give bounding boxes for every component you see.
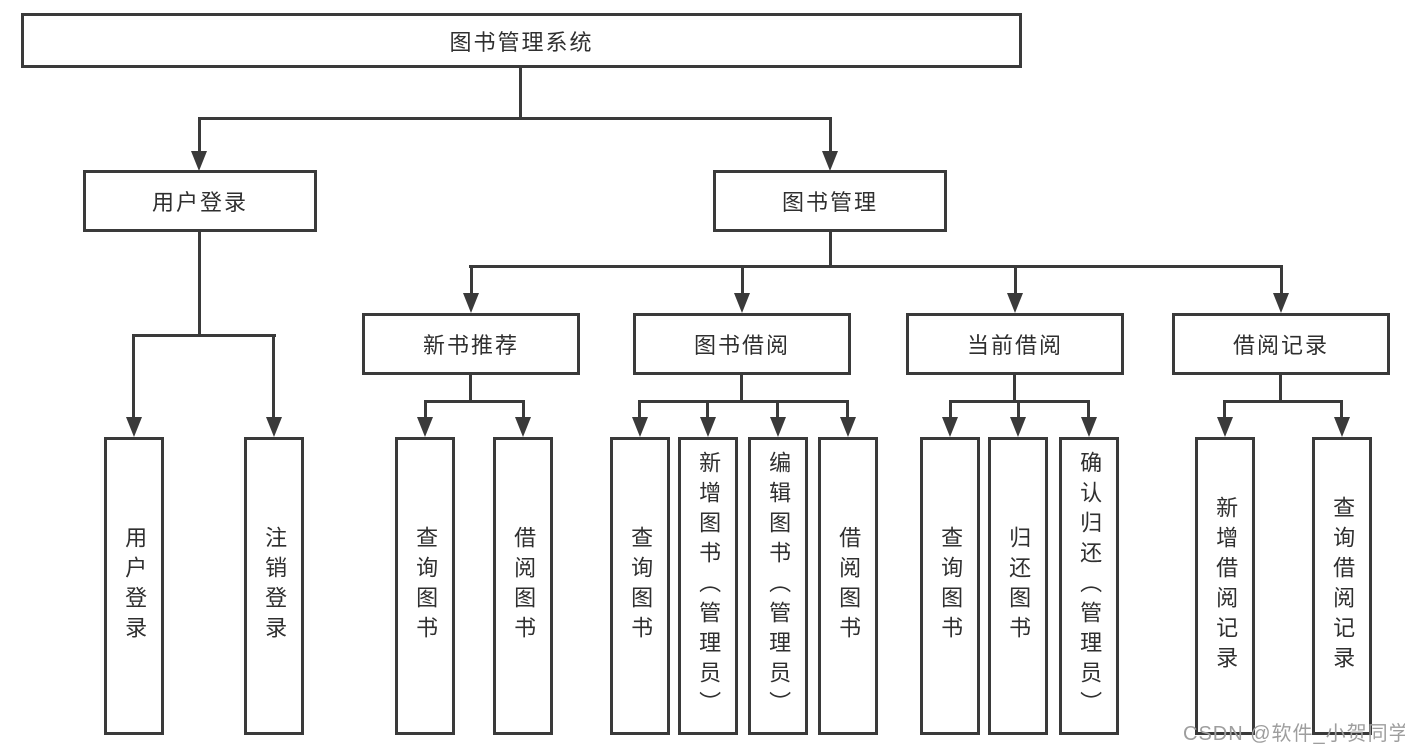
connector-login-rail [132, 334, 276, 337]
leaf-label: 借阅图书 [511, 526, 537, 646]
node-borrow-records: 借阅记录 [1172, 313, 1390, 375]
arrowhead-down-icon [1217, 417, 1233, 437]
leaf-label: 借阅图书 [836, 526, 862, 646]
arrowhead-down-icon [191, 151, 207, 171]
connector-stem [638, 400, 641, 419]
connector-stem [1280, 265, 1283, 295]
leaf-borrow-query-book: 查询图书 [610, 437, 670, 735]
leaf-records-query-record: 查询借阅记录 [1312, 437, 1372, 735]
leaf-label: 查询图书 [413, 526, 439, 646]
connector-root-drop [519, 68, 522, 120]
connector-stem [1340, 400, 1343, 419]
node-book-management: 图书管理 [713, 170, 947, 232]
connector-stem [829, 117, 832, 153]
arrowhead-down-icon [417, 417, 433, 437]
leaf-logout: 注销登录 [244, 437, 304, 735]
leaf-current-return-book: 归还图书 [988, 437, 1048, 735]
arrowhead-down-icon [1007, 293, 1023, 313]
connector-stem [198, 117, 201, 153]
connector-stem [706, 400, 709, 419]
connector-stem [424, 400, 427, 419]
csdn-watermark: CSDN @软件_小贺同学 [1183, 723, 1405, 745]
arrowhead-down-icon [840, 417, 856, 437]
leaf-current-query-book: 查询图书 [920, 437, 980, 735]
arrowhead-down-icon [1081, 417, 1097, 437]
leaf-current-confirm-return-admin: 确认归还（管理员） [1059, 437, 1119, 735]
leaf-label: 查询图书 [938, 526, 964, 646]
connector-stem [1017, 400, 1020, 419]
arrowhead-down-icon [126, 417, 142, 437]
leaf-label: 用户登录 [122, 526, 148, 646]
arrowhead-down-icon [1273, 293, 1289, 313]
connector-drop [1279, 375, 1282, 403]
connector-stem [132, 334, 135, 418]
arrowhead-down-icon [942, 417, 958, 437]
connector-level2-rail [198, 117, 832, 120]
leaf-user-login: 用户登录 [104, 437, 164, 735]
connector-stem [741, 265, 744, 295]
connector-login-drop [198, 232, 201, 336]
leaf-recommend-query-book: 查询图书 [395, 437, 455, 735]
connector-stem [846, 400, 849, 419]
connector-rail [424, 400, 525, 403]
connector-stem [776, 400, 779, 419]
connector-mgmt-drop [829, 232, 832, 267]
leaf-records-add-record: 新增借阅记录 [1195, 437, 1255, 735]
connector-level3-rail [469, 265, 1283, 268]
node-user-login: 用户登录 [83, 170, 317, 232]
arrowhead-down-icon [463, 293, 479, 313]
arrowhead-down-icon [1010, 417, 1026, 437]
node-book-borrow: 图书借阅 [633, 313, 851, 375]
connector-rail [639, 400, 849, 403]
arrowhead-down-icon [822, 151, 838, 171]
connector-stem [1087, 400, 1090, 419]
leaf-label: 确认归还（管理员） [1077, 451, 1103, 721]
leaf-label: 编辑图书（管理员） [766, 451, 792, 721]
arrowhead-down-icon [700, 417, 716, 437]
connector-drop [1013, 375, 1016, 403]
connector-stem [1223, 400, 1226, 419]
node-new-book-recommend: 新书推荐 [362, 313, 580, 375]
arrowhead-down-icon [1334, 417, 1350, 437]
leaf-label: 查询借阅记录 [1330, 496, 1356, 676]
arrowhead-down-icon [266, 417, 282, 437]
node-current-borrow: 当前借阅 [906, 313, 1124, 375]
arrowhead-down-icon [734, 293, 750, 313]
leaf-label: 注销登录 [262, 526, 288, 646]
arrowhead-down-icon [770, 417, 786, 437]
connector-drop [740, 375, 743, 403]
leaf-label: 归还图书 [1006, 526, 1032, 646]
connector-stem [522, 400, 525, 419]
connector-drop [469, 375, 472, 403]
leaf-label: 查询图书 [628, 526, 654, 646]
leaf-borrow-borrow-book: 借阅图书 [818, 437, 878, 735]
node-library-management-system: 图书管理系统 [21, 13, 1022, 68]
arrowhead-down-icon [632, 417, 648, 437]
connector-stem [470, 265, 473, 295]
leaf-recommend-borrow-book: 借阅图书 [493, 437, 553, 735]
leaf-borrow-edit-book-admin: 编辑图书（管理员） [748, 437, 808, 735]
leaf-label: 新增借阅记录 [1213, 496, 1239, 676]
arrowhead-down-icon [515, 417, 531, 437]
connector-stem [272, 334, 275, 418]
leaf-label: 新增图书（管理员） [696, 451, 722, 721]
connector-stem [1014, 265, 1017, 295]
connector-stem [949, 400, 952, 419]
connector-rail [1224, 400, 1343, 403]
leaf-borrow-add-book-admin: 新增图书（管理员） [678, 437, 738, 735]
